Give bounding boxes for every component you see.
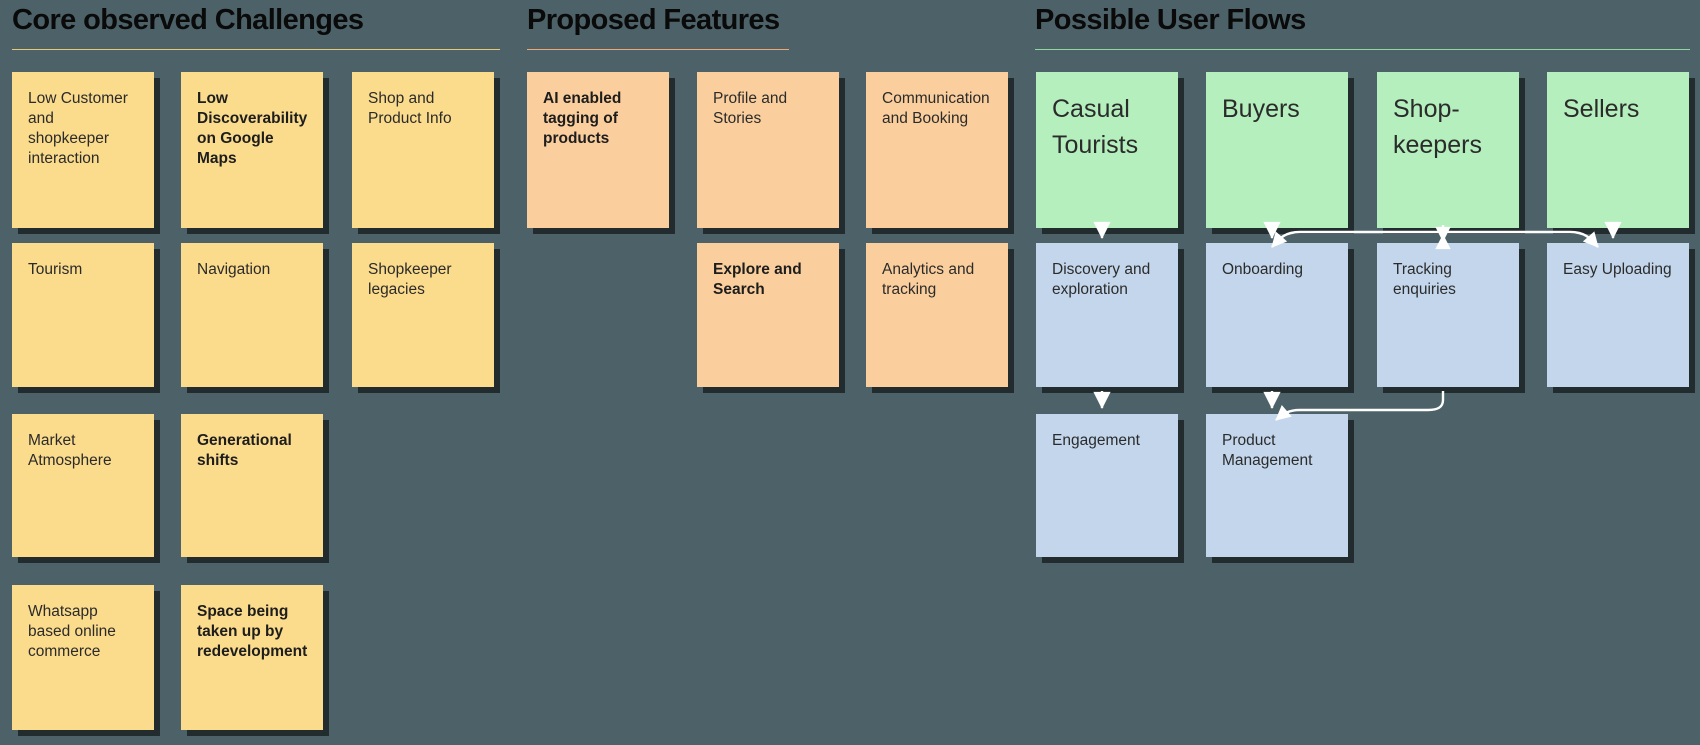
- persona-card-text: Casual Tourists: [1052, 95, 1139, 159]
- column-rule: [12, 49, 500, 50]
- sticky-note-text: Shopkeeper legacies: [368, 261, 452, 299]
- flow-step-easy-uploading[interactable]: Easy Uploading: [1547, 243, 1689, 387]
- flow-step-text: Tracking enquiries: [1393, 261, 1456, 299]
- column-header-core-observed-challenges: Core observed Challenges: [12, 6, 500, 50]
- sticky-note[interactable]: Market Atmosphere: [12, 414, 154, 557]
- sticky-note-text: Profile and Stories: [713, 90, 788, 128]
- flow-step-onboarding[interactable]: Onboarding: [1206, 243, 1348, 387]
- sticky-note[interactable]: Shop and Product Info: [352, 72, 494, 228]
- sticky-note-text: Explore and Search: [713, 261, 802, 299]
- sticky-note-text: Shop and Product Info: [368, 90, 452, 128]
- flow-step-text: Easy Uploading: [1563, 261, 1672, 278]
- sticky-note-text: Analytics and tracking: [882, 261, 975, 299]
- flow-step-text: Onboarding: [1222, 261, 1304, 278]
- sticky-note[interactable]: Whatsapp based online commerce: [12, 585, 154, 730]
- persona-card-casual-tourists[interactable]: Casual Tourists: [1036, 72, 1178, 228]
- persona-card-buyers[interactable]: Buyers: [1206, 72, 1348, 228]
- flow-step-discovery-and-exploration[interactable]: Discovery and exploration: [1036, 243, 1178, 387]
- flow-step-text: Engagement: [1052, 432, 1140, 449]
- sticky-note[interactable]: Space being taken up by redevelopment: [181, 585, 323, 730]
- sticky-note[interactable]: Low Discoverability on Google Maps: [181, 72, 323, 228]
- sticky-note-text: Market Atmosphere: [28, 432, 112, 470]
- flow-step-text: Discovery and exploration: [1052, 261, 1151, 299]
- column-rule: [1035, 49, 1690, 50]
- sticky-note[interactable]: Profile and Stories: [697, 72, 839, 228]
- sticky-note[interactable]: Low Customer and shopkeeper interaction: [12, 72, 154, 228]
- sticky-note-text: Whatsapp based online commerce: [28, 603, 116, 661]
- sticky-note[interactable]: Shopkeeper legacies: [352, 243, 494, 387]
- persona-card-text: Shop- keepers: [1393, 95, 1482, 159]
- flow-step-tracking-enquiries[interactable]: Tracking enquiries: [1377, 243, 1519, 387]
- sticky-note[interactable]: Explore and Search: [697, 243, 839, 387]
- column-header-proposed-features: Proposed Features: [527, 6, 789, 50]
- sticky-note-text: AI enabled tagging of products: [543, 90, 622, 148]
- sticky-note-text: Communication and Booking: [882, 90, 990, 128]
- flow-step-product-management[interactable]: Product Management: [1206, 414, 1348, 557]
- persona-card-shopkeepers[interactable]: Shop- keepers: [1377, 72, 1519, 228]
- sticky-note[interactable]: Communication and Booking: [866, 72, 1008, 228]
- column-title: Core observed Challenges: [12, 4, 364, 36]
- sticky-note-text: Navigation: [197, 261, 271, 278]
- column-header-possible-user-flows: Possible User Flows: [1035, 6, 1690, 50]
- persona-card-sellers[interactable]: Sellers: [1547, 72, 1689, 228]
- sticky-note-text: Low Customer and shopkeeper interaction: [28, 90, 128, 168]
- flow-step-text: Product Management: [1222, 432, 1313, 470]
- persona-card-text: Buyers: [1222, 95, 1300, 123]
- sticky-note-text: Tourism: [28, 261, 83, 278]
- sticky-note[interactable]: AI enabled tagging of products: [527, 72, 669, 228]
- sticky-note-text: Space being taken up by redevelopment: [197, 603, 308, 661]
- flow-step-engagement[interactable]: Engagement: [1036, 414, 1178, 557]
- column-title: Possible User Flows: [1035, 4, 1306, 36]
- sticky-note-text: Generational shifts: [197, 432, 292, 470]
- column-title: Proposed Features: [527, 4, 780, 36]
- sticky-note[interactable]: Analytics and tracking: [866, 243, 1008, 387]
- sticky-note[interactable]: Generational shifts: [181, 414, 323, 557]
- sticky-note[interactable]: Tourism: [12, 243, 154, 387]
- column-rule: [527, 49, 789, 50]
- sticky-note-text: Low Discoverability on Google Maps: [197, 90, 308, 168]
- persona-card-text: Sellers: [1563, 95, 1640, 123]
- sticky-note[interactable]: Navigation: [181, 243, 323, 387]
